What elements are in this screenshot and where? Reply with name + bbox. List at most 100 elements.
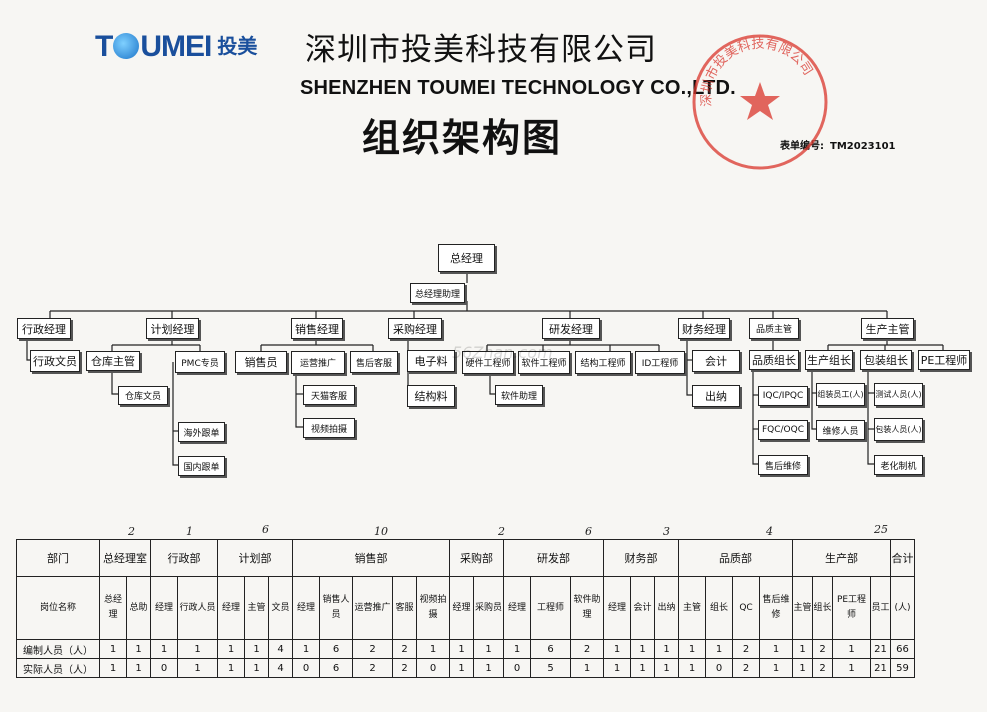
- org-node-packing-worker: 包装人员(人): [874, 418, 923, 441]
- position-cell: 运营推广: [352, 576, 393, 640]
- company-seal-stamp: 深圳市投美科技有限公司: [692, 34, 828, 170]
- position-cell: 经理: [217, 576, 245, 640]
- actual-count-cell: 6: [319, 658, 353, 678]
- row-header-actual: 实际人员（人）: [16, 658, 100, 678]
- org-node-admin-manager: 行政经理: [17, 318, 71, 339]
- planned-count-cell: 2: [570, 639, 604, 659]
- org-node-fqc-oqc: FQC/OQC: [758, 420, 808, 440]
- org-chart-connectors: [26, 270, 944, 466]
- actual-count-cell: 1: [99, 658, 127, 678]
- position-cell: 总经理: [99, 576, 127, 640]
- position-cell: 软件助理: [570, 576, 604, 640]
- planned-count-cell: 2: [392, 639, 417, 659]
- org-node-assembly-worker: 组装员工(人): [816, 383, 865, 406]
- watermark: 56Zhan.com: [452, 343, 553, 362]
- actual-count-cell: 2: [812, 658, 833, 678]
- org-node-tmall-service: 天猫客服: [303, 385, 355, 405]
- total-unit-cell: (人): [890, 576, 915, 640]
- org-node-pe-engineer: PE工程师: [918, 350, 970, 370]
- org-node-software-engineer: 软件工程师: [518, 351, 570, 374]
- planned-count-cell: 2: [812, 639, 833, 659]
- document-title: 组织架构图: [362, 115, 563, 160]
- planned-count-cell: 1: [832, 639, 871, 659]
- table-row-positions: 岗位名称总经理总助经理行政人员经理主管文员经理销售人员运营推广客服视频拍摄经理采…: [16, 576, 915, 640]
- handwritten-count: 2: [128, 525, 135, 538]
- org-node-rd-manager: 研发经理: [542, 318, 600, 339]
- org-node-aftersales-service: 售后客服: [350, 351, 398, 373]
- actual-count-cell: 4: [268, 658, 293, 678]
- form-number-value: TM2023101: [830, 141, 896, 152]
- position-cell: 经理: [292, 576, 320, 640]
- org-node-pmc-clerk: PMC专员: [175, 351, 225, 373]
- handwritten-count: 2: [498, 525, 505, 538]
- position-cell: 采购员: [473, 576, 504, 640]
- position-cell: 经理: [503, 576, 531, 640]
- org-node-salesperson: 销售员: [235, 351, 287, 373]
- handwritten-count: 4: [766, 525, 773, 538]
- handwritten-count: 3: [663, 525, 670, 538]
- org-node-gm-assistant: 总经理助理: [410, 283, 465, 303]
- position-cell: 经理: [603, 576, 631, 640]
- position-cell: 主管: [678, 576, 706, 640]
- planned-count-cell: 1: [449, 639, 474, 659]
- planned-count-cell: 1: [244, 639, 269, 659]
- position-cell: 行政人员: [177, 576, 218, 640]
- position-cell: 主管: [792, 576, 813, 640]
- actual-count-cell: 1: [473, 658, 504, 678]
- position-cell: 会计: [630, 576, 655, 640]
- org-node-ops-promotion: 运营推广: [291, 351, 345, 374]
- org-node-hardware-engineer: 硬件工程师: [462, 351, 514, 374]
- staffing-table: 部门总经理室行政部计划部销售部采购部研发部财务部品质部生产部合计 岗位名称总经理…: [16, 539, 915, 678]
- position-cell: 总助: [126, 576, 151, 640]
- org-node-quality-supervisor: 品质主管: [749, 318, 799, 339]
- planned-total-cell: 66: [890, 639, 915, 659]
- org-node-packing-leader: 包装组长: [860, 350, 912, 370]
- dept-header-cell: 行政部: [150, 539, 218, 577]
- table-row-departments: 部门总经理室行政部计划部销售部采购部研发部财务部品质部生产部合计: [16, 539, 915, 577]
- org-node-warehouse-clerk: 仓库文员: [118, 386, 168, 405]
- form-number: 表单编号:TM2023101: [780, 137, 895, 152]
- planned-count-cell: 1: [292, 639, 320, 659]
- org-node-iqc-ipqc: IQC/IPQC: [758, 386, 808, 406]
- position-cell: 主管: [244, 576, 269, 640]
- planned-count-cell: 6: [319, 639, 353, 659]
- dept-header-cell: 研发部: [503, 539, 604, 577]
- planned-count-cell: 1: [630, 639, 655, 659]
- position-cell: 员工: [870, 576, 891, 640]
- planned-count-cell: 1: [217, 639, 245, 659]
- position-cell: 经理: [449, 576, 474, 640]
- row-header-dept: 部门: [16, 539, 100, 577]
- actual-count-cell: 0: [503, 658, 531, 678]
- position-cell: 组长: [705, 576, 733, 640]
- planned-count-cell: 2: [732, 639, 760, 659]
- position-cell: 售后维修: [759, 576, 793, 640]
- actual-count-cell: 2: [392, 658, 417, 678]
- org-node-purchasing-manager: 采购经理: [388, 318, 442, 339]
- position-cell: PE工程师: [832, 576, 871, 640]
- dept-header-cell: 财务部: [603, 539, 679, 577]
- handwritten-count: 6: [585, 525, 592, 538]
- org-node-electronic-materials: 电子料: [407, 350, 455, 372]
- planned-count-cell: 1: [126, 639, 151, 659]
- actual-count-cell: 1: [630, 658, 655, 678]
- actual-count-cell: 1: [678, 658, 706, 678]
- actual-count-cell: 1: [832, 658, 871, 678]
- actual-count-cell: 1: [654, 658, 679, 678]
- handwritten-count: 25: [874, 523, 888, 536]
- actual-count-cell: 0: [292, 658, 320, 678]
- actual-count-cell: 0: [150, 658, 178, 678]
- org-node-finance-manager: 财务经理: [678, 318, 730, 339]
- actual-count-cell: 2: [732, 658, 760, 678]
- position-cell: QC: [732, 576, 760, 640]
- dept-header-cell: 总经理室: [99, 539, 151, 577]
- org-node-software-assistant: 软件助理: [495, 385, 543, 405]
- planned-count-cell: 1: [150, 639, 178, 659]
- org-node-test-worker: 测试人员(人): [874, 383, 923, 406]
- actual-count-cell: 0: [705, 658, 733, 678]
- planned-count-cell: 1: [99, 639, 127, 659]
- actual-count-cell: 1: [126, 658, 151, 678]
- dept-header-cell: 销售部: [292, 539, 450, 577]
- seal-star-icon: [740, 82, 780, 120]
